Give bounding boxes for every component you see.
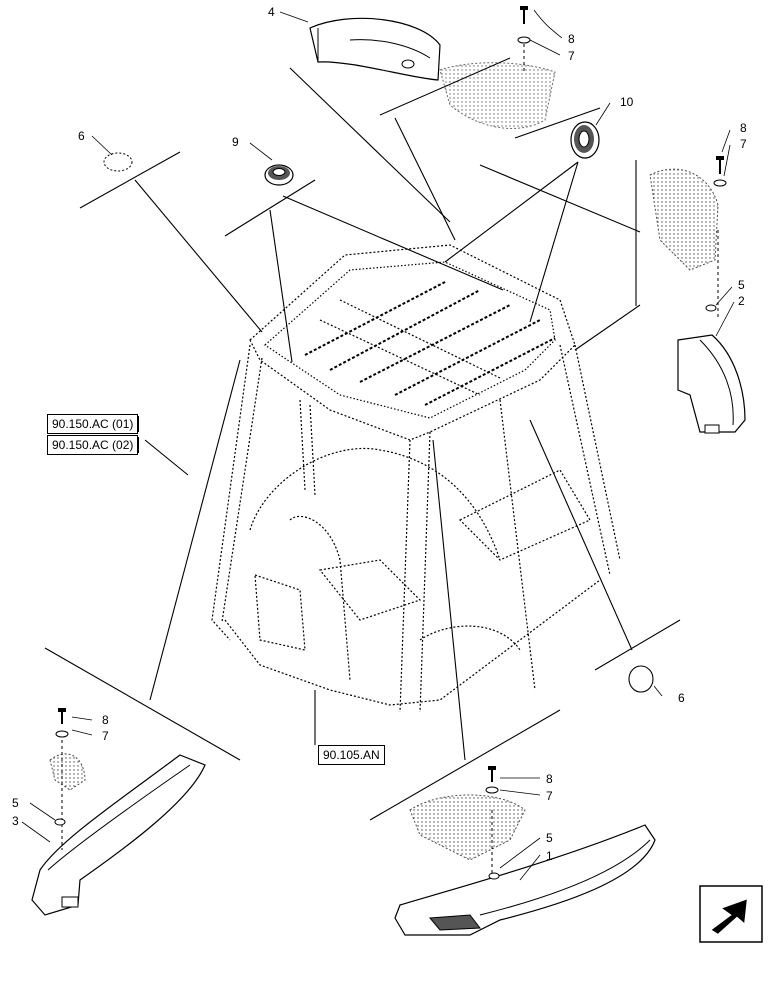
part-6-cap-upper (103, 152, 133, 172)
part-9-seal (264, 164, 294, 186)
callout-5-right: 5 (738, 278, 745, 292)
callout-10: 10 (620, 95, 634, 109)
callout-2: 2 (738, 294, 745, 308)
cab-pillar-rear-right (559, 344, 621, 576)
callout-leaders (21, 9, 735, 881)
reference-link-90-105-an[interactable]: 90.105.AN (318, 745, 385, 765)
part-2-side-trim (649, 168, 746, 434)
cab-roof (249, 244, 576, 441)
callout-4: 4 (268, 5, 275, 19)
cab-pillar-front-right (399, 431, 431, 713)
cab-frame (211, 244, 621, 713)
leader-lines (44, 57, 681, 821)
cab-pillar-front-left (211, 344, 263, 641)
hardware-right-screw (705, 156, 727, 312)
callout-6-upper: 6 (78, 129, 85, 143)
callout-7-right: 7 (740, 137, 747, 151)
callout-8-bottom: 8 (546, 772, 553, 786)
callout-labels: 4 8 7 9 10 6 8 7 5 2 6 8 7 5 3 8 7 5 1 (12, 5, 747, 863)
reference-link-90-150-ac-02[interactable]: 90.150.AC (02) (47, 435, 139, 455)
callout-1: 1 (546, 849, 553, 863)
callout-5-left: 5 (12, 796, 19, 810)
callout-8-right: 8 (740, 121, 747, 135)
hardware-top-screw (517, 6, 531, 72)
part-4-roof-trim (309, 17, 556, 129)
reference-link-90-150-ac-01[interactable]: 90.150.AC (01) (47, 414, 139, 434)
callout-7-bottom: 7 (546, 789, 553, 803)
callout-7-top: 7 (568, 49, 575, 63)
callout-6-lower: 6 (678, 691, 685, 705)
part-1-front-trim (394, 794, 656, 936)
callout-3: 3 (12, 814, 19, 828)
callout-8-left: 8 (102, 713, 109, 727)
part-3-side-trim (31, 740, 206, 916)
part-10-seal (570, 121, 600, 159)
callout-7-left: 7 (102, 729, 109, 743)
callout-5-bottom: 5 (546, 831, 553, 845)
hardware-left-screw (54, 708, 69, 826)
callout-8-top: 8 (568, 32, 575, 46)
part-6-cap-lower (628, 665, 654, 693)
arrow-next-icon[interactable] (699, 885, 763, 943)
callout-9: 9 (232, 135, 239, 149)
hardware-bottom-screw (485, 766, 500, 880)
